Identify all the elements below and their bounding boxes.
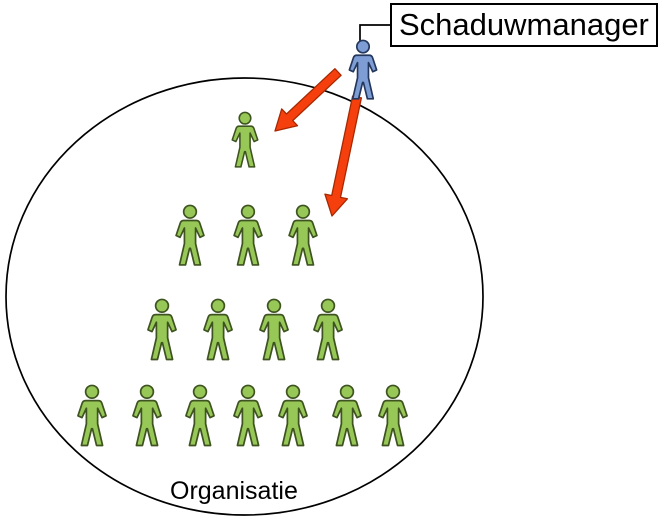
member-figure-r2-1 <box>175 204 205 266</box>
member-figure-r3-2-head <box>210 298 226 314</box>
manager-figure-body <box>348 54 378 100</box>
organization-label: Organisatie <box>170 477 298 505</box>
member-figure-r4-5-body <box>278 399 308 447</box>
member-figure-r4-5-head <box>285 384 301 400</box>
member-figure-r4-4-head <box>240 384 256 400</box>
delegation-arrow-2 <box>324 95 363 217</box>
member-figure-r3-2-body <box>203 313 233 361</box>
arrows-layer <box>274 68 363 217</box>
member-figure-r4-1-body <box>77 399 107 447</box>
manager-figure-head <box>355 39 371 54</box>
member-figure-r3-4-head <box>320 298 336 314</box>
member-figure-r4-7-head <box>385 384 401 400</box>
member-figure-r2-3-body <box>288 219 318 266</box>
member-figure-r4-6-body <box>332 399 362 447</box>
member-figure-r4-3-body <box>185 399 215 447</box>
member-figure-r1-1 <box>231 111 259 168</box>
member-figure-r2-2-head <box>240 204 256 219</box>
member-figure-r4-7 <box>378 384 408 447</box>
member-figure-r3-3-head <box>266 298 282 314</box>
member-figure-r4-3-head <box>192 384 208 400</box>
member-figure-r3-4-body <box>313 313 343 361</box>
member-figure-r4-6-head <box>339 384 355 400</box>
member-figure-r3-1-body <box>147 313 177 361</box>
member-figure-r4-2-head <box>139 384 155 400</box>
member-figure-r4-5 <box>278 384 308 447</box>
delegation-arrow-1 <box>274 68 342 132</box>
member-figure-r4-1-head <box>84 384 100 400</box>
figures-layer <box>77 39 408 447</box>
member-figure-r4-6 <box>332 384 362 447</box>
manager-figure <box>348 39 378 100</box>
member-figure-r3-3 <box>259 298 289 361</box>
member-figure-r4-7-body <box>378 399 408 447</box>
member-figure-r2-3 <box>288 204 318 266</box>
member-figure-r3-2 <box>203 298 233 361</box>
member-figure-r3-1-head <box>154 298 170 314</box>
member-figure-r2-1-head <box>182 204 198 219</box>
member-figure-r4-2-body <box>132 399 162 447</box>
manager-label: Schaduwmanager <box>399 7 649 42</box>
member-figure-r1-1-head <box>238 111 252 125</box>
member-figure-r4-4 <box>233 384 263 447</box>
manager-label-box: Schaduwmanager <box>390 3 658 47</box>
member-figure-r4-4-body <box>233 399 263 447</box>
member-figure-r3-1 <box>147 298 177 361</box>
member-figure-r4-2 <box>132 384 162 447</box>
member-figure-r3-3-body <box>259 313 289 361</box>
member-figure-r2-2-body <box>233 219 263 266</box>
organization-circle <box>5 77 484 516</box>
member-figure-r3-4 <box>313 298 343 361</box>
member-figure-r4-3 <box>185 384 215 447</box>
member-figure-r2-3-head <box>295 204 311 219</box>
member-figure-r1-1-body <box>231 125 259 168</box>
label-connector-line <box>359 24 390 41</box>
member-figure-r4-1 <box>77 384 107 447</box>
member-figure-r2-1-body <box>175 219 205 266</box>
member-figure-r2-2 <box>233 204 263 266</box>
